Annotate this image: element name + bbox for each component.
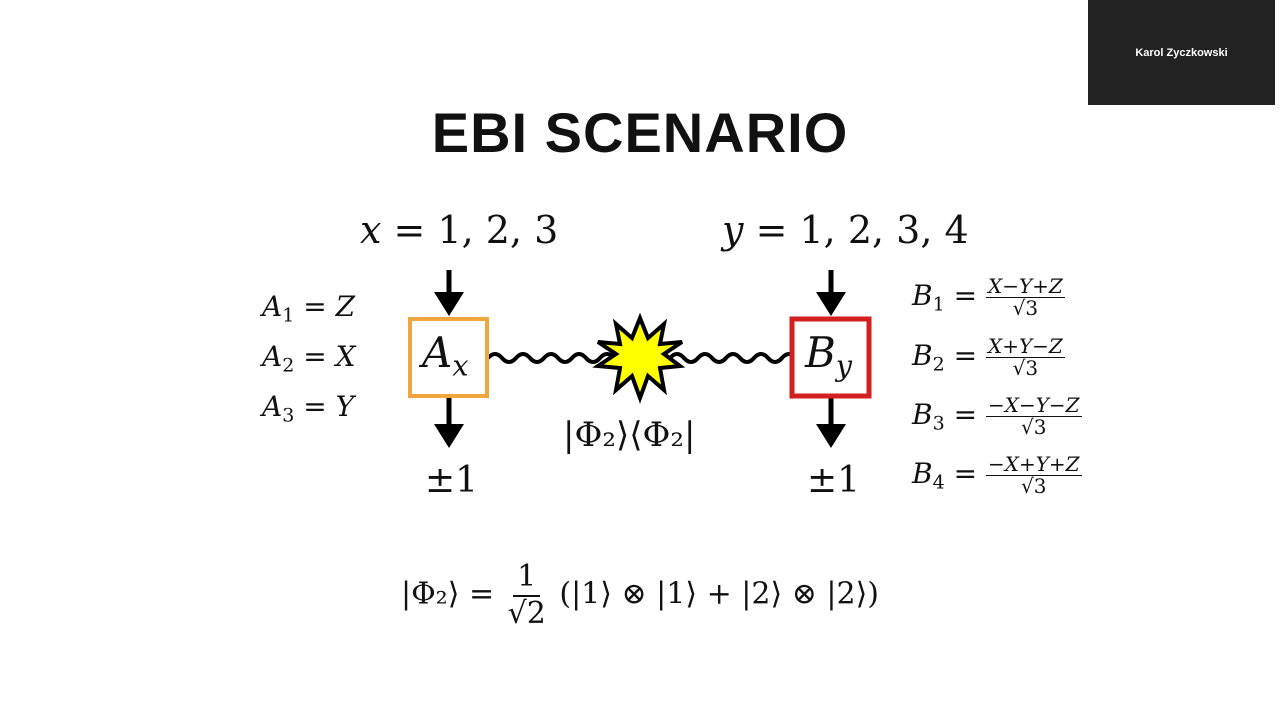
bob-input-arrow bbox=[816, 270, 846, 316]
bob-input-label: y = 1, 2, 3, 4 bbox=[722, 208, 969, 252]
equals-sign: = bbox=[303, 290, 327, 323]
observable-value: X bbox=[335, 340, 356, 373]
bob-box-letter: B bbox=[805, 328, 836, 377]
slide-title: EBI SCENARIO bbox=[431, 101, 849, 164]
entanglement-wave-right bbox=[668, 352, 798, 364]
observable-index: 1 bbox=[932, 293, 945, 316]
bob-outcome: ±1 bbox=[807, 460, 861, 501]
state-equation-lhs: |Φ₂⟩ = bbox=[400, 576, 495, 612]
fraction-numerator: −X−Y−Z bbox=[985, 393, 1082, 417]
fraction-numerator: 1 bbox=[513, 559, 541, 597]
observable-fraction: X+Y−Z √3 bbox=[985, 334, 1065, 380]
bob-observable-1: B1 = X−Y+Z √3 bbox=[912, 276, 1065, 319]
observable-index: 2 bbox=[932, 353, 945, 376]
fraction-numerator: X+Y−Z bbox=[985, 334, 1065, 358]
alice-box-subscript: x bbox=[452, 348, 469, 383]
alice-observable-3: A3 = Y bbox=[262, 390, 354, 427]
observable-fraction: X−Y+Z √3 bbox=[985, 274, 1065, 320]
fraction-denominator: √3 bbox=[1021, 474, 1047, 498]
equals-sign: = bbox=[303, 390, 327, 423]
equals-sign: = bbox=[953, 398, 978, 431]
observable-index: 1 bbox=[282, 304, 295, 327]
alice-measurement-box bbox=[408, 317, 489, 398]
bob-output-arrow bbox=[816, 398, 846, 448]
observable-name: A bbox=[262, 290, 283, 323]
equals-sign: = bbox=[953, 339, 978, 372]
observable-name: A bbox=[262, 390, 283, 423]
bell-state-equation: |Φ₂⟩ = 1 √2 (|1⟩ ⊗ |1⟩ + |2⟩ ⊗ |2⟩) bbox=[0, 559, 1280, 631]
observable-name: B bbox=[912, 398, 933, 431]
equals-sign: = bbox=[303, 340, 327, 373]
bob-observable-4: B4 = −X+Y+Z √3 bbox=[912, 454, 1082, 497]
alice-observable-1: A1 = Z bbox=[262, 290, 355, 327]
bob-measurement-box bbox=[789, 316, 872, 399]
alice-output-arrow bbox=[434, 398, 464, 448]
observable-index: 3 bbox=[932, 412, 945, 435]
bob-box-label: By bbox=[805, 328, 852, 383]
alice-input-arrow bbox=[434, 270, 464, 316]
equals-sign: = bbox=[953, 457, 978, 490]
observable-name: B bbox=[912, 339, 933, 372]
bob-observable-2: B2 = X+Y−Z √3 bbox=[912, 336, 1065, 379]
observable-value: Y bbox=[335, 390, 355, 423]
fraction-denominator: √3 bbox=[1012, 356, 1039, 380]
fraction-denominator: √2 bbox=[507, 595, 546, 631]
observable-index: 2 bbox=[282, 354, 295, 377]
equals-sign: = bbox=[953, 279, 978, 312]
fraction-denominator: √3 bbox=[1021, 415, 1047, 439]
fraction-denominator: √3 bbox=[1012, 296, 1039, 320]
alice-box-label: Ax bbox=[422, 328, 468, 383]
alice-input-label: x = 1, 2, 3 bbox=[360, 208, 558, 252]
fraction-numerator: −X+Y+Z bbox=[985, 452, 1082, 476]
speaker-video-tile: Karol Zyczkowski bbox=[1088, 0, 1275, 105]
alice-input-values: = 1, 2, 3 bbox=[393, 208, 559, 252]
bob-input-var: y bbox=[722, 208, 744, 252]
bob-box-subscript: y bbox=[835, 348, 853, 383]
observable-name: B bbox=[912, 279, 933, 312]
observable-name: A bbox=[262, 340, 283, 373]
alice-box-letter: A bbox=[422, 328, 453, 377]
observable-value: Z bbox=[335, 290, 356, 323]
observable-index: 4 bbox=[932, 471, 945, 494]
bob-observable-3: B3 = −X−Y−Z √3 bbox=[912, 395, 1082, 438]
speaker-name: Karol Zyczkowski bbox=[1135, 46, 1228, 59]
alice-input-var: x bbox=[360, 208, 382, 252]
observable-name: B bbox=[912, 457, 933, 490]
state-equation-rhs: (|1⟩ ⊗ |1⟩ + |2⟩ ⊗ |2⟩) bbox=[559, 576, 880, 612]
observable-fraction: −X+Y+Z √3 bbox=[985, 452, 1082, 498]
alice-outcome: ±1 bbox=[425, 460, 479, 501]
observable-fraction: −X−Y−Z √3 bbox=[985, 393, 1082, 439]
bob-input-values: = 1, 2, 3, 4 bbox=[755, 208, 969, 252]
source-burst-icon bbox=[592, 312, 686, 404]
normalization-fraction: 1 √2 bbox=[507, 559, 546, 631]
fraction-numerator: X−Y+Z bbox=[985, 274, 1065, 298]
observable-index: 3 bbox=[282, 404, 295, 427]
source-state-label: |Φ₂⟩⟨Φ₂| bbox=[563, 415, 696, 455]
alice-observable-2: A2 = X bbox=[262, 340, 356, 377]
